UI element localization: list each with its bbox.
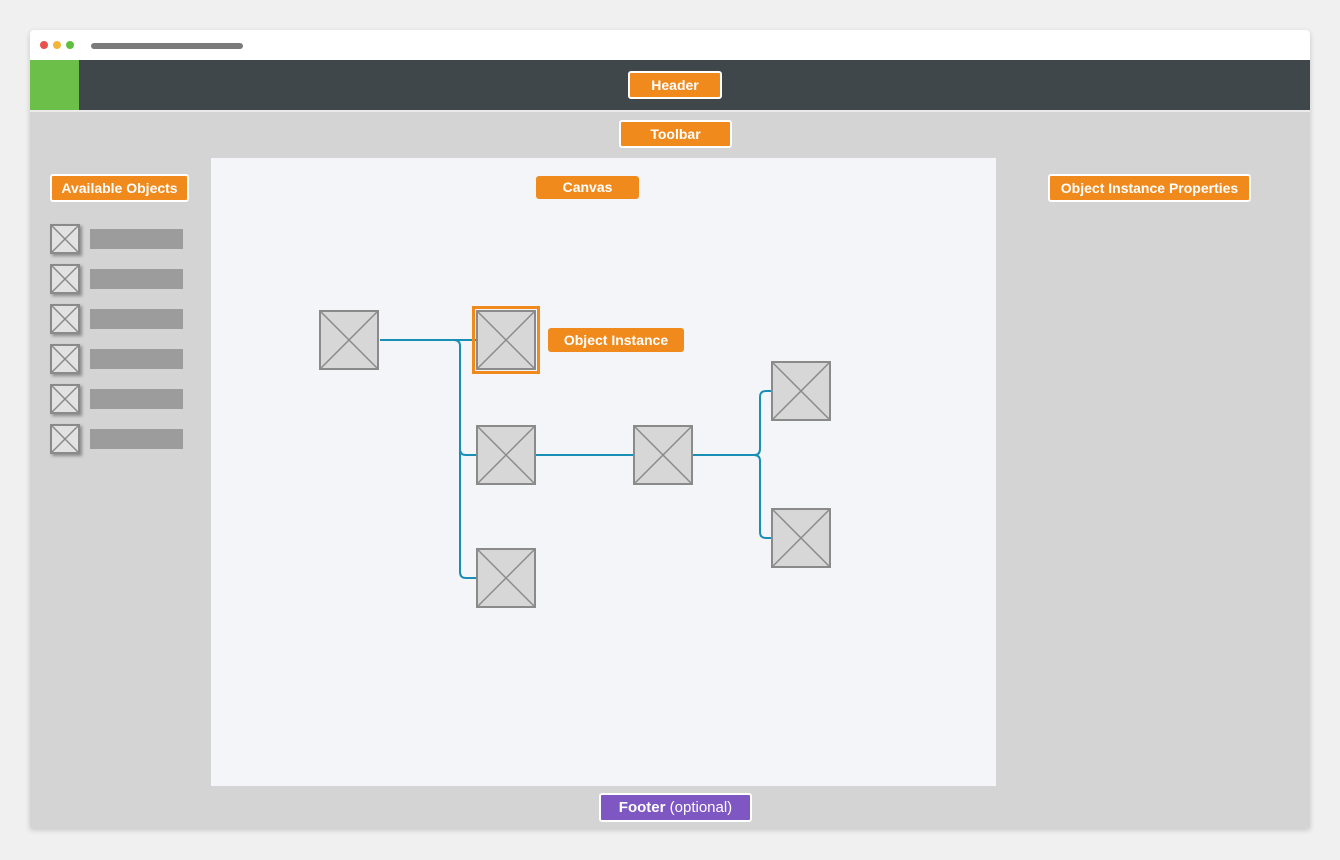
minimize-window-button[interactable] <box>53 41 61 49</box>
image-placeholder-icon[interactable] <box>50 344 80 374</box>
toolbar: Toolbar <box>30 112 1310 156</box>
object-name-placeholder <box>90 429 183 449</box>
image-placeholder-icon[interactable] <box>50 264 80 294</box>
object-instance[interactable] <box>476 548 536 608</box>
address-bar[interactable] <box>91 43 243 49</box>
footer: Footer (optional) <box>30 786 1310 828</box>
object-instance[interactable] <box>476 425 536 485</box>
footer-title: Footer <box>618 799 666 816</box>
object-name-placeholder <box>90 309 183 329</box>
browser-titlebar <box>30 30 1310 60</box>
footer-optional-note: (optional) <box>669 799 733 816</box>
object-instance[interactable] <box>771 361 831 421</box>
available-objects-label: Available Objects <box>50 174 189 202</box>
list-item[interactable] <box>34 344 211 374</box>
app-window: Header Toolbar Available Objects <box>30 30 1310 828</box>
object-name-placeholder <box>90 269 183 289</box>
properties-panel: Object Instance Properties <box>996 160 1303 780</box>
divider <box>30 110 1310 112</box>
header-bar: Header <box>30 60 1310 110</box>
object-instance[interactable] <box>633 425 693 485</box>
list-item[interactable] <box>34 264 211 294</box>
object-name-placeholder <box>90 229 183 249</box>
image-placeholder-icon[interactable] <box>50 424 80 454</box>
object-name-placeholder <box>90 389 183 409</box>
list-item[interactable] <box>34 224 211 254</box>
available-objects-panel: Available Objects <box>34 160 211 780</box>
canvas[interactable]: Canvas Object Instance <box>211 158 996 786</box>
close-window-button[interactable] <box>40 41 48 49</box>
properties-label: Object Instance Properties <box>1048 174 1251 202</box>
image-placeholder-icon[interactable] <box>50 384 80 414</box>
list-item[interactable] <box>34 304 211 334</box>
object-instance[interactable] <box>771 508 831 568</box>
object-instance[interactable] <box>319 310 379 370</box>
object-name-placeholder <box>90 349 183 369</box>
logo[interactable] <box>30 60 79 110</box>
connector-lines <box>380 339 771 579</box>
list-item[interactable] <box>34 384 211 414</box>
toolbar-label: Toolbar <box>619 120 732 148</box>
footer-label: Footer (optional) <box>599 793 752 822</box>
canvas-label: Canvas <box>536 176 639 199</box>
maximize-window-button[interactable] <box>66 41 74 49</box>
image-placeholder-icon[interactable] <box>50 224 80 254</box>
header-label: Header <box>628 71 722 99</box>
object-instance-callout: Object Instance <box>548 328 684 352</box>
image-placeholder-icon[interactable] <box>50 304 80 334</box>
object-instance-selected[interactable] <box>472 306 540 374</box>
list-item[interactable] <box>34 424 211 454</box>
